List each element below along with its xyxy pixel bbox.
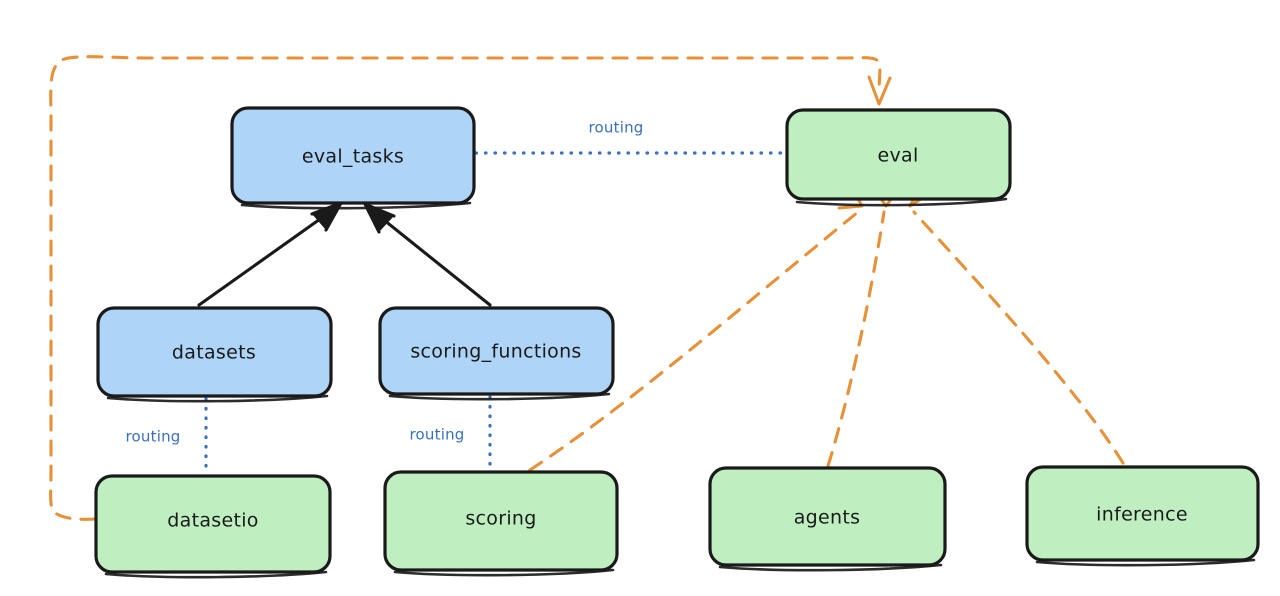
edge-label-routing-scoring-functions: routing (410, 426, 465, 444)
solid-path-datasets-eval-tasks (197, 205, 339, 307)
node-eval-tasks-shadow (240, 201, 472, 210)
node-eval-tasks-label: eval_tasks (302, 146, 404, 168)
node-inference-label: inference (1096, 504, 1188, 526)
dependency-path-agents-eval (826, 210, 886, 468)
node-inference-shadow (1035, 558, 1256, 567)
node-inference[interactable]: inference (1025, 465, 1260, 567)
node-eval-label: eval (877, 145, 918, 167)
node-datasetio[interactable]: datasetio (94, 474, 332, 579)
node-scoring-functions[interactable]: scoring_functions (378, 306, 615, 401)
dependency-path-datasetio-eval (49, 55, 882, 521)
node-scoring-functions-label: scoring_functions (410, 341, 581, 363)
arrowhead-fill-scoring-functions-eval-tasks (365, 204, 394, 232)
node-scoring[interactable]: scoring (383, 470, 619, 577)
edge-datasetio-eval (49, 55, 892, 521)
node-datasetio-shadow (104, 570, 328, 579)
dependency-path-inference-eval (912, 210, 1125, 465)
edge-label-routing-eval-tasks: routing (589, 119, 644, 137)
node-scoring-functions-box (378, 306, 615, 396)
node-datasetio-label: datasetio (167, 510, 258, 532)
node-agents-label: agents (794, 507, 861, 529)
node-datasets-label: datasets (172, 342, 256, 364)
dependency-path-scoring-eval (528, 210, 860, 472)
node-inference-box (1025, 465, 1260, 562)
node-scoring-shadow (393, 568, 615, 577)
edge-agents-eval (826, 184, 900, 468)
node-datasetio-box (94, 474, 332, 574)
solid-path-scoring-functions-eval-tasks (367, 206, 492, 307)
node-agents-shadow (718, 563, 943, 572)
arrowhead-fill-datasets-eval-tasks (312, 203, 341, 230)
node-eval-tasks[interactable]: eval_tasks (230, 106, 476, 210)
node-eval[interactable]: eval (785, 108, 1012, 207)
node-scoring-label: scoring (465, 508, 536, 530)
node-scoring-functions-shadow (388, 392, 611, 401)
node-eval-shadow (795, 197, 1008, 207)
node-scoring-box (383, 470, 619, 572)
node-agents-box (708, 466, 947, 567)
node-datasets[interactable]: datasets (96, 306, 333, 403)
edge-scoring-functions-eval-tasks (363, 202, 492, 307)
node-datasets-box (96, 306, 333, 398)
arrowhead-datasetio-eval (867, 75, 892, 106)
node-eval-tasks-box (230, 106, 476, 205)
edge-datasets-eval-tasks (197, 201, 343, 307)
node-agents[interactable]: agents (708, 466, 947, 572)
node-datasets-shadow (106, 394, 329, 403)
edge-label-routing-datasets: routing (126, 428, 181, 446)
node-eval-box (785, 108, 1012, 201)
edge-inference-eval (908, 182, 1125, 465)
